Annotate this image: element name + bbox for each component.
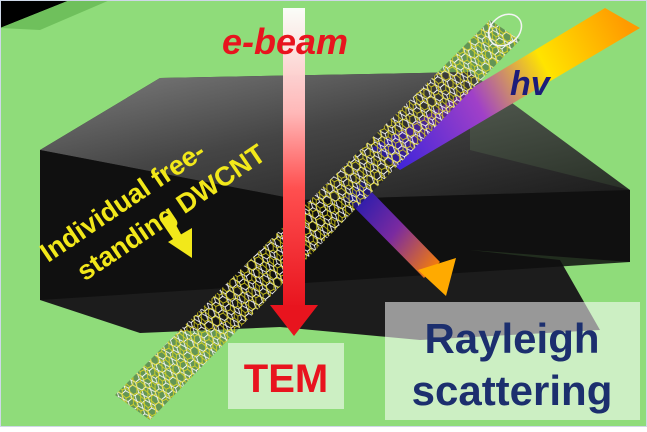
ebeam-label: e-beam [222, 21, 348, 62]
tem-label: TEM [244, 357, 328, 401]
rayleigh-label-line2: scattering [412, 367, 613, 414]
hv-label: hv [510, 65, 552, 103]
electron-beam-arrow [270, 8, 318, 336]
rayleigh-label-line1: Rayleigh [424, 315, 599, 362]
rayleigh-box [385, 302, 640, 420]
tem-box [228, 343, 344, 409]
light-beam-arrow [372, 8, 640, 170]
scattered-light-arrow [345, 182, 456, 296]
pointer-arrow [160, 214, 192, 258]
substrate-edge [0, 0, 110, 30]
